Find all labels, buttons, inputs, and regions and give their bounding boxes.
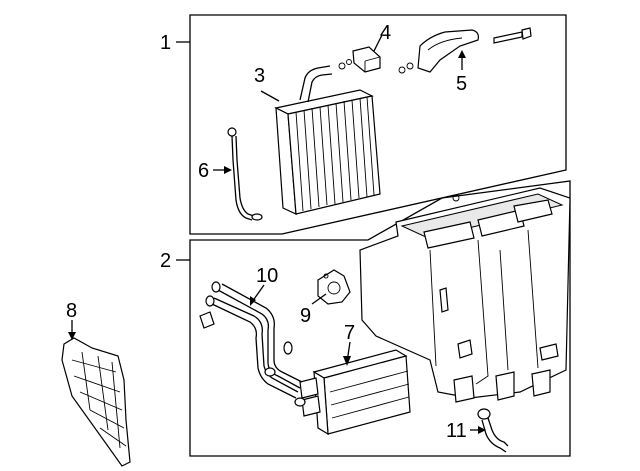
heater-hoses: 10 [199,265,306,407]
callout-1: 1 [160,32,171,54]
cover-panel: 8 [61,300,131,467]
group-box-1: 1 [160,14,567,235]
callout-5: 5 [456,73,467,95]
evaporator-core: 3 [254,65,381,215]
drain-hose: 11 [446,408,509,453]
group-box-2: 2 [160,180,571,457]
heater-housing [359,187,571,403]
callout-9: 9 [300,305,311,327]
callout-3: 3 [254,65,265,87]
screw [493,27,532,44]
callout-11: 11 [446,420,467,442]
expansion-valve: 4 [338,22,391,73]
heater-core: 7 [299,322,411,436]
callout-4: 4 [380,22,391,44]
pipe-connector: 5 [398,29,479,95]
callout-6: 6 [198,160,209,182]
thermistor: 6 [198,127,263,221]
callout-8: 8 [66,300,77,322]
callout-7: 7 [344,322,355,344]
servo-motor: 9 [300,269,351,327]
callout-10: 10 [256,265,278,287]
callout-2: 2 [160,250,171,272]
